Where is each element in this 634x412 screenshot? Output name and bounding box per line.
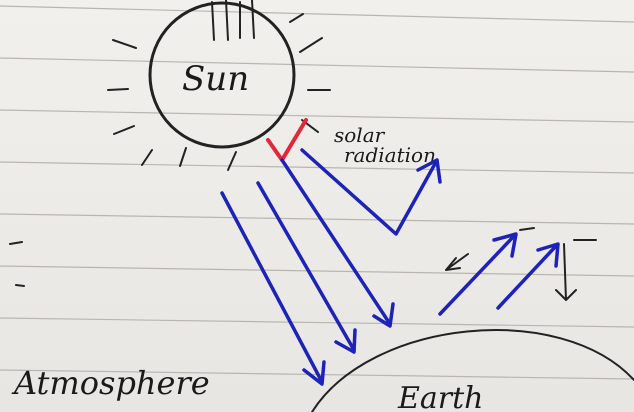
small-arrow-icon xyxy=(445,253,469,271)
incoming-arrow-head xyxy=(334,328,357,354)
ruled-line xyxy=(0,213,634,225)
solar-label-line2: radiation xyxy=(344,143,436,167)
atmosphere-label: Atmosphere xyxy=(11,364,210,402)
reflected-arrow-shaft xyxy=(300,148,438,236)
earth-surface-curve xyxy=(311,329,634,412)
small-arrow-icon xyxy=(555,243,577,301)
ruled-line xyxy=(0,5,634,23)
incoming-arrow-shaft xyxy=(280,158,392,326)
earth-drawing: Earth xyxy=(311,329,634,412)
reflected-arrow-head xyxy=(416,158,442,184)
ruled-line xyxy=(0,317,634,328)
ruled-line xyxy=(0,109,634,123)
sun-label: Sun xyxy=(182,59,249,99)
sun-right-rays xyxy=(289,13,331,133)
incoming-arrow-shaft xyxy=(220,191,324,384)
re-emitted-arrow-shaft xyxy=(496,244,558,310)
solar-label-line1: solar xyxy=(334,123,386,147)
sun-drawing: Sun xyxy=(107,0,331,171)
ruled-line xyxy=(0,57,634,73)
pencil-dash xyxy=(519,227,597,241)
ruled-lines xyxy=(0,5,634,380)
incoming-radiation-arrows xyxy=(220,158,395,386)
earth-label: Earth xyxy=(397,381,484,412)
incoming-arrow-head xyxy=(372,302,395,328)
incoming-arrow-head xyxy=(302,360,326,386)
re-emitted-radiation-arrows xyxy=(438,232,560,316)
re-emitted-arrow-head xyxy=(536,242,560,268)
ruled-line xyxy=(0,161,634,174)
incoming-arrow-shaft xyxy=(256,181,356,352)
small-pencil-arrows xyxy=(9,227,597,301)
sun-circle xyxy=(148,1,296,149)
reflected-radiation-arrow xyxy=(300,148,442,236)
sun-top-rays xyxy=(211,0,255,41)
ruled-line xyxy=(0,265,634,277)
re-emitted-arrow-shaft xyxy=(438,234,516,316)
pencil-dash xyxy=(9,241,25,287)
sun-bottom-rays xyxy=(179,147,237,171)
sun-left-rays xyxy=(107,39,153,166)
re-emitted-arrow-head xyxy=(492,232,518,258)
